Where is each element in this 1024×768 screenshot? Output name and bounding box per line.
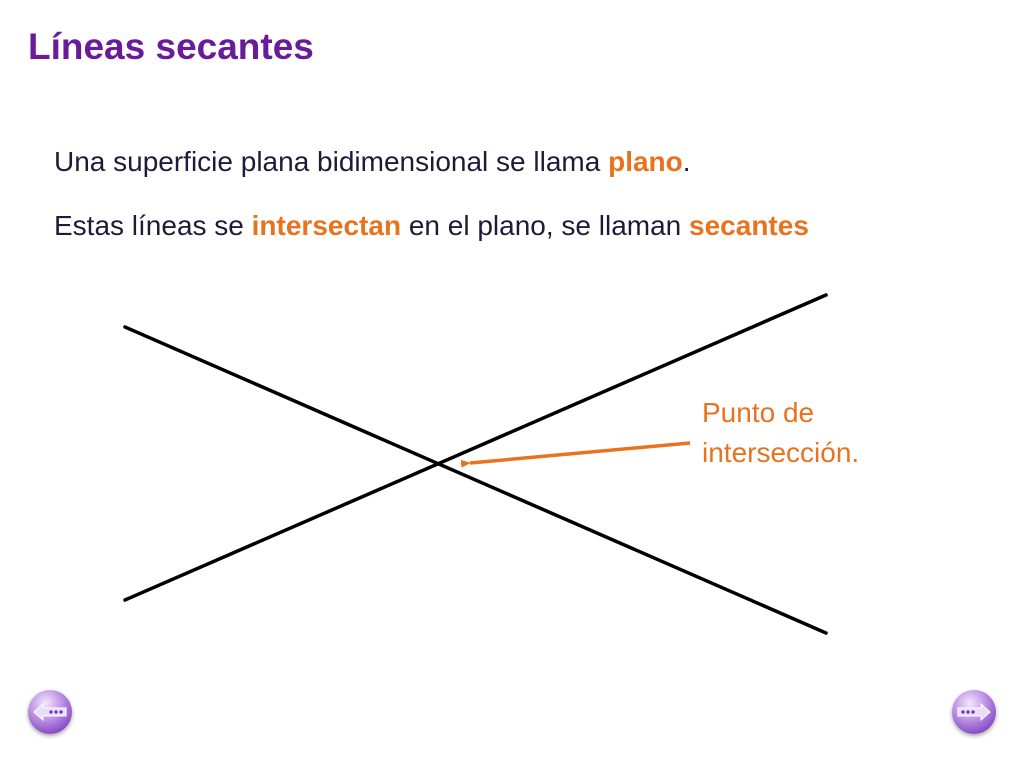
definition-text-post: . <box>682 146 691 177</box>
secantes-text-p1: Estas líneas se <box>54 210 252 241</box>
highlight-secantes: secantes <box>689 210 809 241</box>
annotation-line-2: intersección. <box>702 437 860 468</box>
secantes-text-p2: en el plano, se llaman <box>401 210 690 241</box>
secant-line-1 <box>123 325 828 635</box>
intersection-annotation: Punto de intersección. <box>702 393 859 473</box>
annotation-line-1: Punto de <box>702 397 815 428</box>
forward-arrow-icon <box>957 702 991 722</box>
page-title: Líneas secantes <box>28 26 314 67</box>
secantes-text: Estas líneas se intersectan en el plano,… <box>54 210 809 242</box>
secant-line-2 <box>123 293 828 602</box>
back-arrow-icon <box>33 702 67 722</box>
next-slide-button[interactable] <box>952 690 996 734</box>
previous-slide-button[interactable] <box>28 690 72 734</box>
definition-text-pre: Una superficie plana bidimensional se ll… <box>54 146 609 177</box>
highlight-intersectan: intersectan <box>251 210 402 241</box>
intersection-arrow <box>460 441 691 468</box>
highlight-plano: plano <box>608 146 683 177</box>
definition-text: Una superficie plana bidimensional se ll… <box>54 146 691 178</box>
